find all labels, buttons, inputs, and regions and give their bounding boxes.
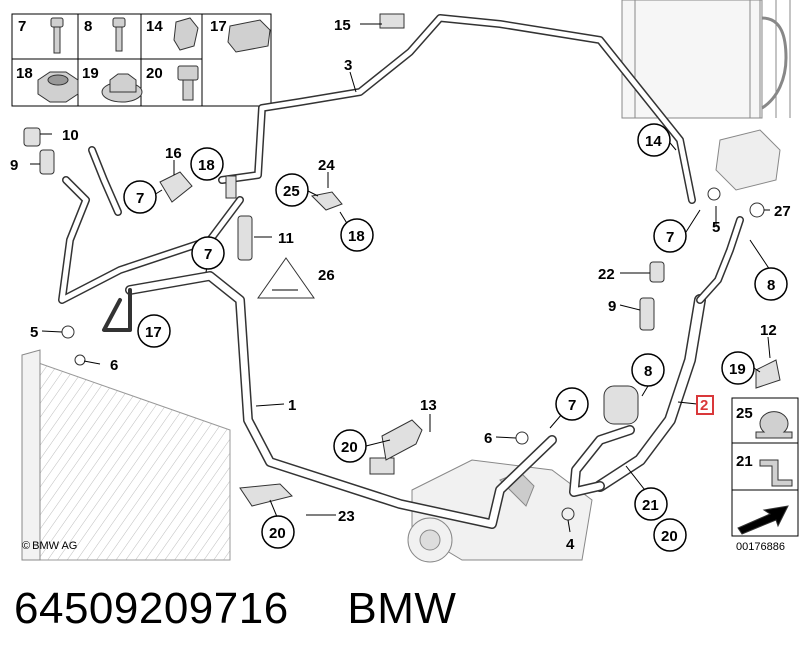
legend-num-21: 21 bbox=[736, 453, 753, 470]
callout-21: 21 bbox=[642, 497, 659, 514]
callout-8: 8 bbox=[767, 277, 775, 294]
callout-15: 15 bbox=[334, 17, 351, 34]
callout-26: 26 bbox=[318, 267, 335, 284]
legend-top-parts bbox=[37, 17, 271, 103]
drawing-number: 00176886 bbox=[736, 541, 785, 553]
callout-9: 9 bbox=[10, 157, 18, 174]
copyright-notice: © BMW AG bbox=[22, 540, 77, 552]
callout-20c: 20 bbox=[269, 525, 286, 542]
legend-num-25: 25 bbox=[736, 405, 753, 422]
callout-24: 24 bbox=[318, 157, 335, 174]
legend-num-18: 18 bbox=[16, 65, 33, 82]
highlight-box bbox=[696, 395, 714, 415]
callout-8b: 8 bbox=[644, 363, 652, 380]
callout-13: 13 bbox=[420, 397, 437, 414]
callout-6b: 6 bbox=[484, 430, 492, 447]
callout-2: 2 bbox=[700, 397, 708, 414]
callout-1: 1 bbox=[288, 397, 296, 414]
callout-6: 6 bbox=[110, 357, 118, 374]
legend-num-17: 17 bbox=[210, 18, 227, 35]
radiator bbox=[621, 0, 791, 191]
legend-bottom bbox=[731, 397, 799, 537]
callout-5: 5 bbox=[712, 219, 720, 236]
legend-num-8: 8 bbox=[84, 18, 92, 35]
callout-11: 11 bbox=[278, 230, 294, 247]
callout-27: 27 bbox=[774, 203, 791, 220]
fittings bbox=[23, 13, 781, 521]
ac-pipes bbox=[58, 14, 744, 529]
part-caption: 64509209716 BMW bbox=[14, 584, 456, 634]
brand-name: BMW bbox=[347, 584, 457, 633]
part-number: 64509209716 bbox=[14, 584, 289, 633]
callout-22: 22 bbox=[598, 266, 615, 283]
legend-bottom-parts bbox=[737, 411, 793, 535]
legend-num-19: 19 bbox=[82, 65, 99, 82]
legend-bottom-numbers: 25 21 bbox=[736, 405, 753, 470]
callout-23: 23 bbox=[338, 508, 355, 525]
callout-20: 20 bbox=[341, 439, 358, 456]
callout-16: 16 bbox=[165, 145, 182, 162]
legend-top-numbers: 7 8 14 17 18 19 20 bbox=[16, 18, 227, 82]
callout-14: 14 bbox=[645, 133, 662, 150]
callout-7b: 7 bbox=[204, 246, 212, 263]
callout-3: 3 bbox=[344, 57, 352, 74]
callout-5b: 5 bbox=[30, 324, 38, 341]
copyright-text: BMW AG bbox=[32, 540, 78, 552]
callout-12: 12 bbox=[760, 322, 777, 339]
callout-7c: 7 bbox=[666, 229, 674, 246]
callout-18b: 18 bbox=[348, 228, 365, 245]
callout-9b: 9 bbox=[608, 298, 616, 315]
legend-num-20: 20 bbox=[146, 65, 163, 82]
legend-num-7: 7 bbox=[18, 18, 26, 35]
condenser bbox=[21, 349, 231, 561]
callouts: 15 3 14 27 10 9 16 18 7 24 25 18 11 7 26… bbox=[10, 17, 791, 553]
callout-25: 25 bbox=[283, 183, 300, 200]
callout-20b: 20 bbox=[661, 528, 678, 545]
callout-7: 7 bbox=[136, 190, 144, 207]
callout-18: 18 bbox=[198, 157, 215, 174]
callout-10: 10 bbox=[62, 127, 79, 144]
callout-4: 4 bbox=[566, 536, 575, 553]
callout-7d: 7 bbox=[568, 397, 576, 414]
compressor bbox=[407, 459, 593, 563]
callout-19: 19 bbox=[729, 361, 746, 378]
legend-num-14: 14 bbox=[146, 18, 163, 35]
copyright-symbol: © bbox=[22, 540, 31, 552]
callout-17: 17 bbox=[145, 324, 162, 341]
